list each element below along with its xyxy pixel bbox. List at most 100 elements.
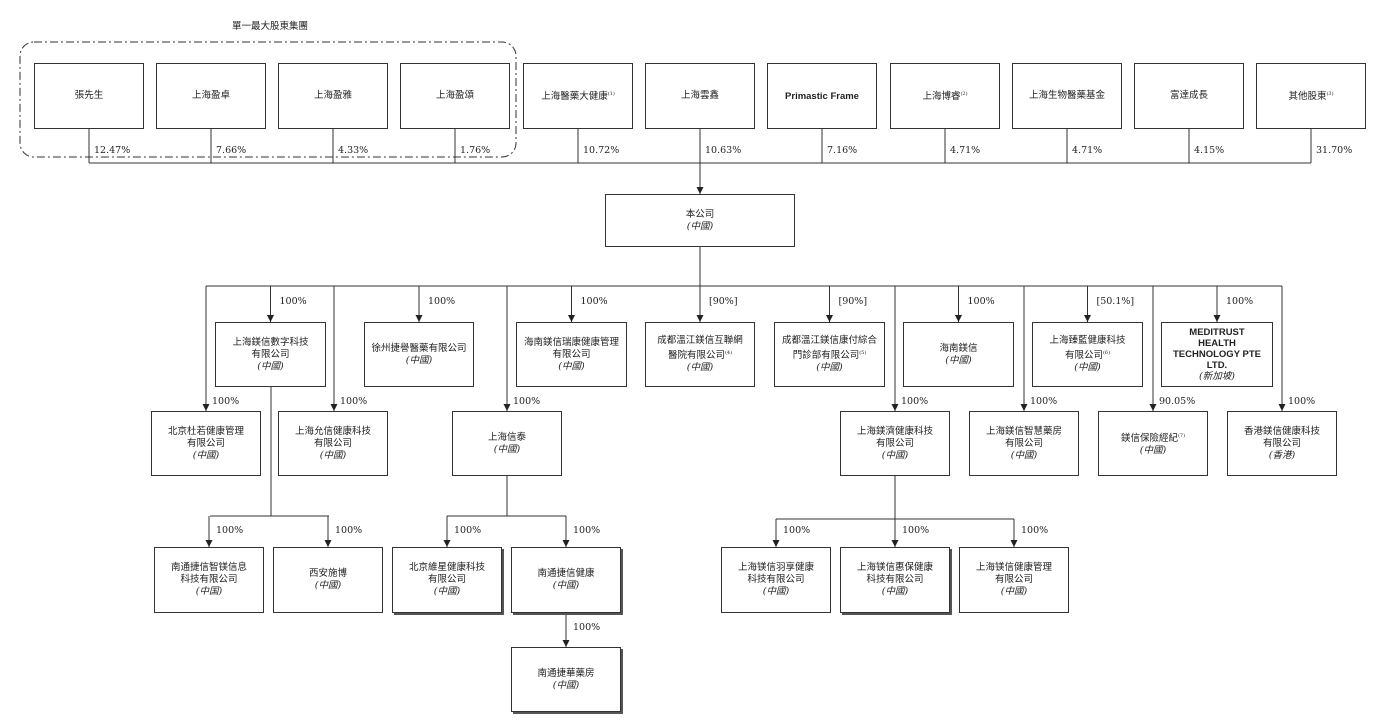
arrowhead [205,540,213,547]
entity-name-line: 上海醫藥大健康(1) [541,91,615,103]
entity-name-line: 有限公司 [427,574,466,585]
ownership-percentage: 10.72% [583,145,620,156]
entity-name-line: 西安施博 [308,568,347,579]
entity-name-line: 上海信泰 [487,431,526,443]
entity-location: (中国) [195,586,223,597]
entity-name-line: 本公司 [685,208,715,220]
arrowhead [202,404,210,411]
entity-location: (中國) [881,586,909,597]
ownership-percentage: 100% [783,525,811,536]
entity-name-line: HEALTH [1198,338,1236,349]
subsidiary-box: 上海镁信惠保健康科技有限公司(中國) [840,547,950,613]
subsidiary-box: 海南鎂信瑞康健康管理有限公司(中國) [516,322,627,387]
entity-name-line: Primastic Frame [785,90,859,102]
arrowhead [324,540,332,547]
entity-name-line: 徐州捷譽醫藥有限公司 [371,342,467,354]
entity-name-line: 上海鎂信智慧藥房 [985,425,1062,437]
ownership-percentage: 1.76% [460,145,491,156]
entity-location: (中國) [1139,445,1167,457]
entity-name-line: 上海盈頌 [435,90,474,101]
arrowhead [955,315,962,322]
subsidiary-box: 南通捷華藥房(中國) [511,647,621,712]
shareholder-box: 富達成長 [1134,63,1244,129]
arrowhead [568,315,575,322]
entity-name-line: 上海生物醫藥基金 [1028,90,1105,101]
ownership-percentage: 100% [513,396,541,407]
shareholder-box: 上海盈卓 [156,63,266,129]
ownership-percentage: 100% [340,396,368,407]
entity-name-line: 上海雲鑫 [680,90,719,101]
entity-name-line: 南通捷信智镁信息 [170,562,247,573]
entity-name-line: 張先生 [74,90,104,101]
ownership-percentage: 4.15% [1194,145,1225,156]
arrowhead [503,404,511,411]
footnote-marker: (3) [1326,91,1334,98]
subsidiary-box: 上海镁信健康管理有限公司(中國) [959,547,1069,613]
footnote-marker: (2) [960,91,968,98]
entity-name-line: MEDITRUST [1189,327,1245,338]
subsidiary-box: 上海镁信羽享健康科技有限公司(中國) [721,547,831,613]
ownership-percentage: 12.47% [94,145,131,156]
entity-name-line: 富達成長 [1169,90,1208,101]
footnote-marker: (5) [859,349,867,356]
entity-name-line: 成都溫江鎂信互聯網 [657,334,743,346]
single-largest-shareholder-group-outline [19,41,517,158]
ownership-percentage: 100% [1030,396,1058,407]
entity-location: (新加坡) [1199,371,1235,382]
ownership-percentage: [50.1%] [1096,296,1135,307]
entity-location: (中國) [686,220,714,232]
entity-name-line: 科技有限公司 [866,574,924,585]
ownership-percentage: 100% [1288,396,1316,407]
entity-location: (中國) [762,586,790,597]
entity-name-line: 上海镁信健康管理 [975,562,1052,573]
ownership-percentage: 4.71% [950,145,981,156]
entity-name-line: 有限公司 [186,437,225,449]
arrowhead [267,315,274,322]
ownership-percentage: 4.33% [338,145,369,156]
subsidiary-box: 北京杜若健康管理有限公司(中國) [151,411,261,476]
entity-location: (中國) [1074,362,1101,374]
arrowhead [1149,404,1157,411]
entity-location: (中國) [881,449,909,461]
entity-location: (中國) [1010,449,1038,461]
arrowhead [1020,404,1028,411]
subsidiary-box: 南通捷信健康(中國) [511,547,621,613]
ownership-percentage: 100% [1021,525,1049,536]
arrowhead [891,404,899,411]
subsidiary-box: 海南鎂信(中國) [903,322,1014,387]
shareholder-box: Primastic Frame [767,63,877,129]
entity-name-line: 科技有限公司 [180,574,238,585]
entity-name-line: 門診部有限公司(5) [792,349,867,362]
entity-name-line: 上海允信健康科技 [294,425,371,437]
ownership-percentage: 10.63% [705,145,742,156]
shareholder-box: 上海盈雅 [278,63,388,129]
shareholder-box: 張先生 [34,63,144,129]
ownership-percentage: 100% [428,296,456,307]
entity-location: (中國) [319,449,347,461]
entity-name-line: 海南鎂信瑞康健康管理 [523,336,619,348]
entity-name-line: 上海镁信羽享健康 [737,562,814,573]
arrowhead [696,315,704,322]
ownership-percentage: 100% [1226,296,1254,307]
arrowhead [415,315,423,322]
ownership-percentage: 100% [901,396,929,407]
entity-location: (中國) [945,354,972,366]
ownership-percentage: 31.70% [1316,145,1353,156]
subsidiary-box: 成都溫江鎂信互聯網醫院有限公司(4)(中國) [645,322,755,387]
ownership-percentage: 100% [212,396,240,407]
ownership-percentage: 100% [216,525,244,536]
entity-name-line: 有限公司 [1262,437,1301,449]
subsidiary-box: 成都溫江鎂信康付綜合門診部有限公司(5)(中國) [774,322,885,387]
subsidiary-box: 上海信泰(中國) [452,411,562,476]
ownership-percentage: 100% [580,296,608,307]
entity-name-line: TECHNOLOGY PTE [1173,349,1261,360]
subsidiary-box: 香港鎂信健康科技有限公司(香港) [1227,411,1337,476]
group-label: 單一最大股東集團 [232,21,309,32]
entity-name-line: 有限公司 [994,574,1033,585]
ownership-percentage: [90%] [709,296,738,307]
entity-name-line: 北京杜若健康管理 [167,425,244,437]
ownership-percentage: 100% [573,525,601,536]
entity-name-line: 上海盈卓 [191,90,230,101]
shareholder-box: 其他股東(3) [1256,63,1366,129]
